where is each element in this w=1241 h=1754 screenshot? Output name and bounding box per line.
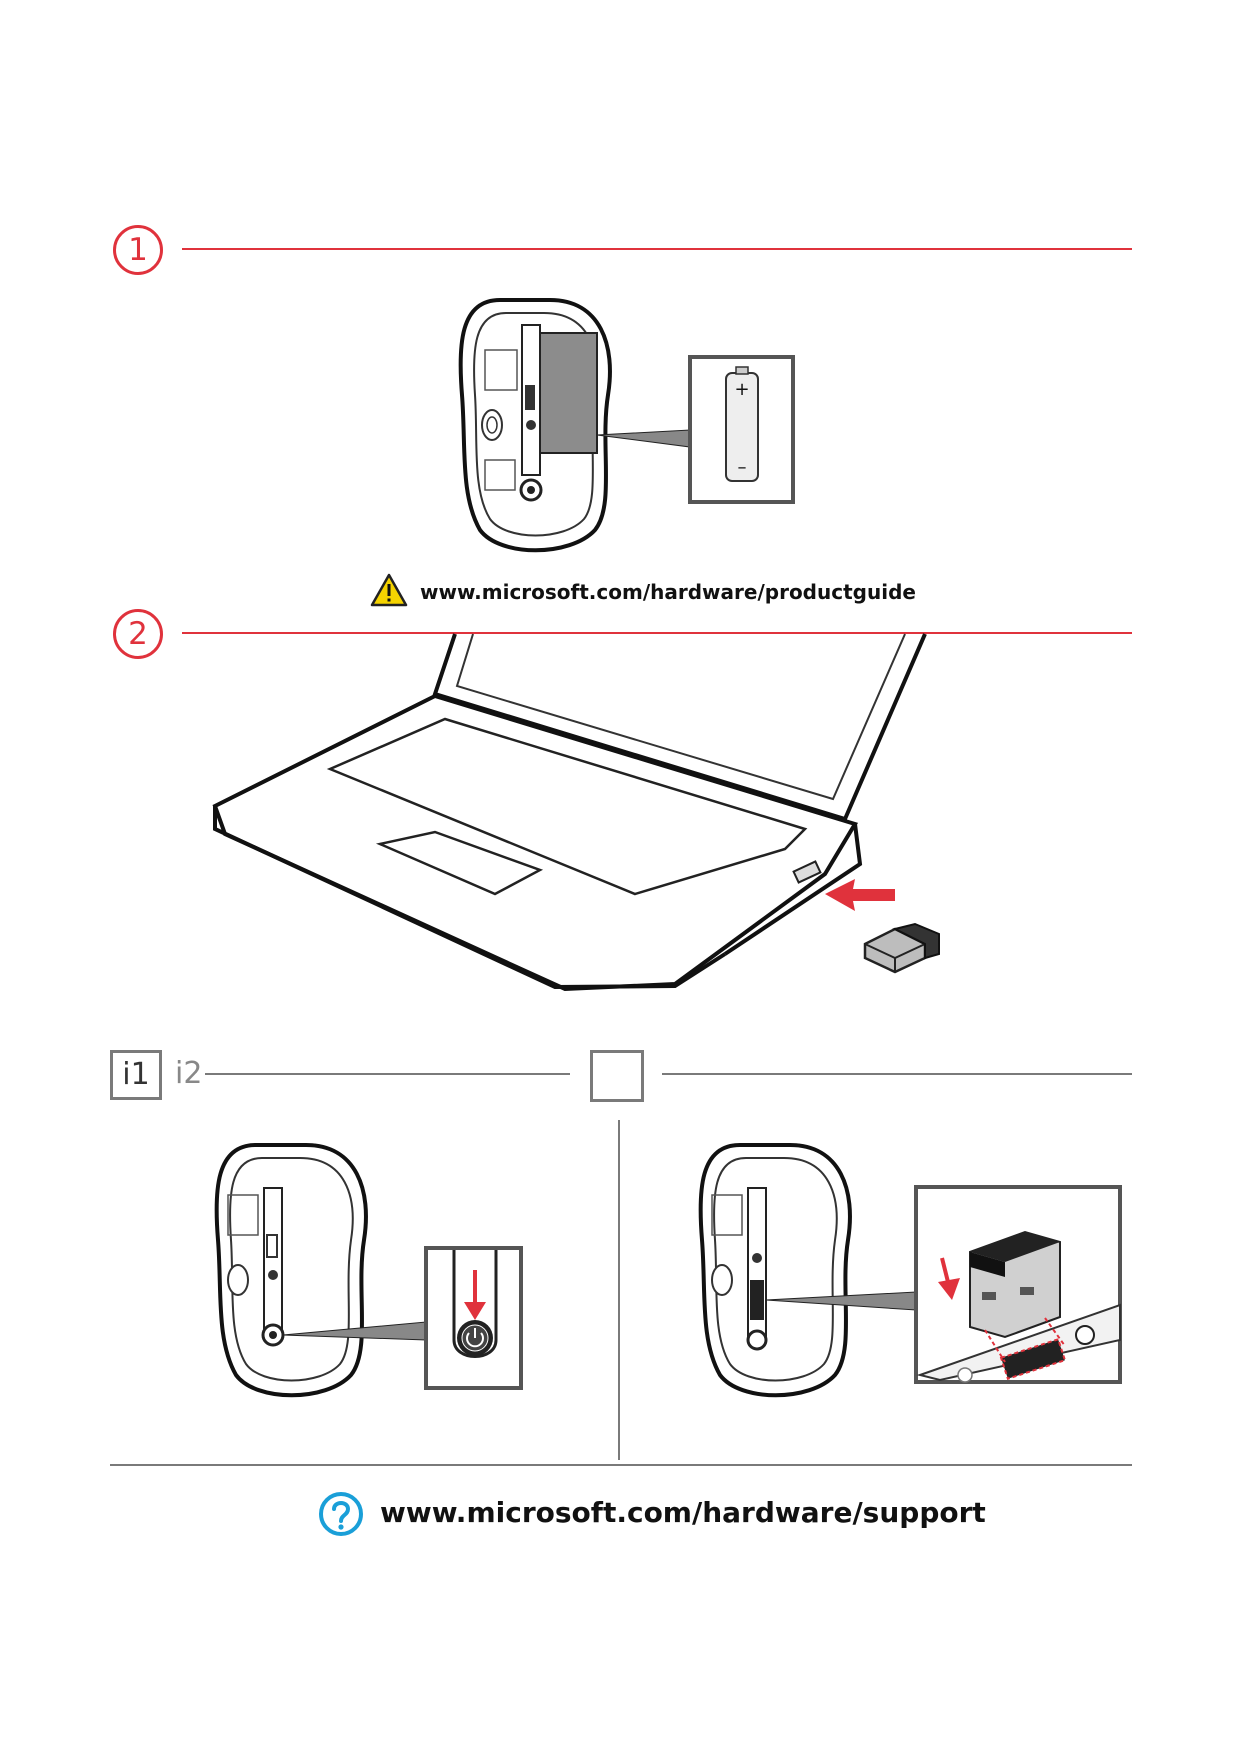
bottom-rule: [110, 1464, 1132, 1466]
tag-i2: i2: [175, 1056, 203, 1091]
product-guide-link[interactable]: www.microsoft.com/hardware/productguide: [420, 580, 916, 604]
warning-icon: [370, 573, 408, 607]
mouse-power-illustration: [214, 1143, 523, 1398]
tag-i1: i1: [110, 1050, 162, 1100]
help-icon: [319, 1492, 363, 1536]
support-link[interactable]: www.microsoft.com/hardware/support: [380, 1496, 986, 1529]
blank-box: [590, 1050, 644, 1102]
step-2-number: 2: [113, 609, 163, 659]
step-1-number: 1: [113, 225, 163, 275]
i-section-rule-right: [662, 1073, 1132, 1075]
mouse-battery-illustration: + –: [458, 298, 795, 553]
step-2-rule: [182, 632, 1132, 634]
laptop-receiver-illustration: [212, 633, 940, 992]
battery-plus-label: +: [734, 379, 749, 400]
step-1-rule: [182, 248, 1132, 250]
mouse-receiver-storage-illustration: [698, 1143, 1122, 1398]
battery-minus-label: –: [738, 457, 747, 478]
section-divider: [618, 1120, 620, 1460]
i-section-rule-left: [205, 1073, 570, 1075]
